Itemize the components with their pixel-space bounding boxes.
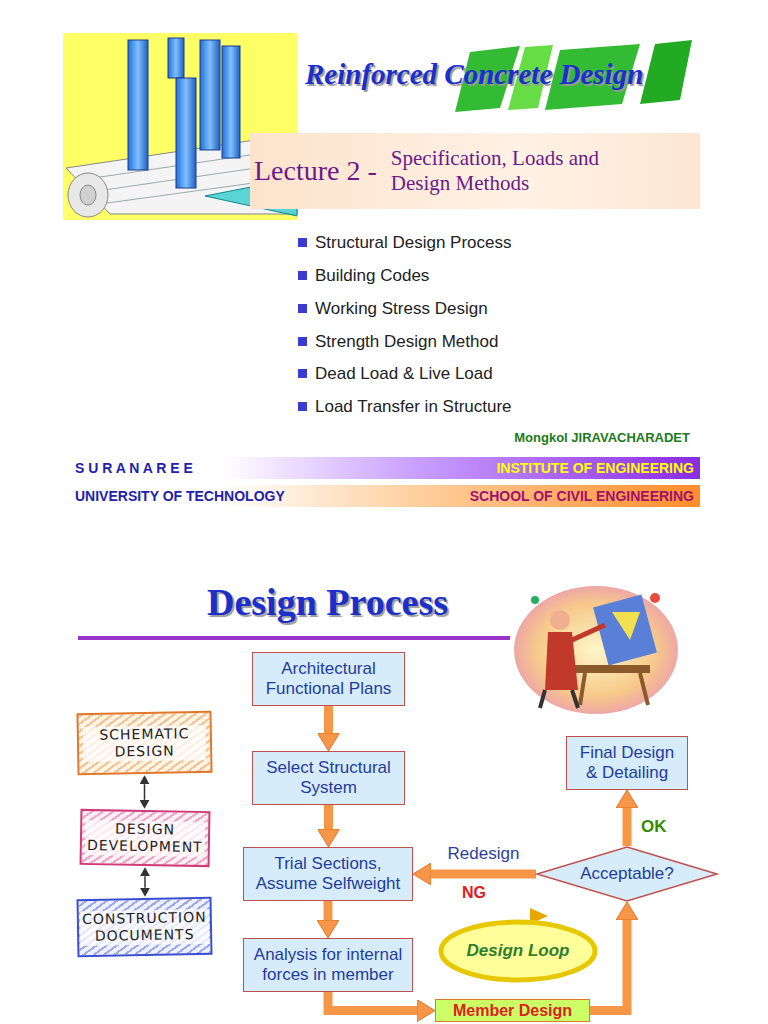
decision-diamond: Acceptable? (536, 846, 718, 902)
flow-arrow (324, 706, 333, 733)
node-text: Member Design (453, 1001, 572, 1020)
process-box: Analysis for internal forces in member (243, 938, 413, 992)
edge-label: Redesign (446, 844, 522, 864)
university-name: S U R A N A R E E (75, 460, 193, 476)
heading-rule (78, 636, 510, 640)
bullet-item: Dead Load & Live Load (315, 364, 493, 384)
university-name: UNIVERSITY OF TECHNOLOGY (75, 488, 285, 504)
node-text: Analysis for internal forces in member (250, 945, 406, 986)
bullet-item: Building Codes (315, 266, 429, 286)
bullet-item: Structural Design Process (315, 233, 512, 253)
node-text: SCHEMATIC DESIGN (83, 724, 207, 761)
node-text: INSTITUTE OF ENGINEERING (496, 460, 694, 476)
node-text: CONSTRUCTION DOCUMENTS (80, 908, 209, 945)
phase-arrow (144, 876, 146, 888)
flow-arrow (324, 805, 333, 829)
bullet-item: Load Transfer in Structure (315, 397, 512, 417)
edge-label: OK (639, 817, 669, 837)
node-text: Design Loop (467, 941, 570, 961)
author-name: Mongkol JIRAVACHARADET (470, 430, 690, 445)
flow-arrow (324, 901, 333, 920)
node-text: Specification, Loads and Design Methods (391, 146, 661, 196)
slide-title: Reinforced Concrete Design (305, 58, 643, 91)
branch-label: NG (462, 884, 486, 902)
phase-box: DESIGN DEVELOPMENT (80, 809, 211, 867)
process-box: Architectural Functional Plans (252, 652, 405, 706)
process-box: Final Design & Detailing (566, 736, 688, 790)
process-box: Trial Sections, Assume Selfweight (243, 847, 413, 901)
designer-illustration (514, 586, 678, 714)
phase-arrow (144, 784, 146, 800)
flow-arrow (431, 870, 536, 879)
node-text: Acceptable? (580, 864, 674, 884)
flow-arrow (590, 920, 627, 1011)
slide-heading: Design Process (90, 580, 565, 624)
node-text: SCHOOL OF CIVIL ENGINEERING (470, 488, 694, 504)
process-box: Member Design (435, 999, 590, 1022)
bullet-item: Strength Design Method (315, 332, 498, 352)
process-box: Select Structural System (252, 751, 405, 805)
loop-ellipse: Design Loop (438, 919, 598, 983)
flow-arrow (623, 808, 632, 846)
node-text: Select Structural System (259, 758, 398, 799)
node-text: Trial Sections, Assume Selfweight (250, 854, 406, 895)
node-text: Architectural Functional Plans (259, 659, 398, 700)
node-text: Lecture 2 - (254, 155, 377, 187)
phase-box: CONSTRUCTION DOCUMENTS (77, 897, 213, 957)
phase-box: SCHEMATIC DESIGN (76, 711, 212, 775)
lecture-band: Lecture 2 - Specification, Loads and Desi… (250, 133, 700, 209)
flow-arrow (328, 992, 417, 1011)
node-text: Final Design & Detailing (573, 743, 681, 784)
node-text: DESIGN DEVELOPMENT (85, 819, 205, 856)
bullet-item: Working Stress Design (315, 299, 488, 319)
